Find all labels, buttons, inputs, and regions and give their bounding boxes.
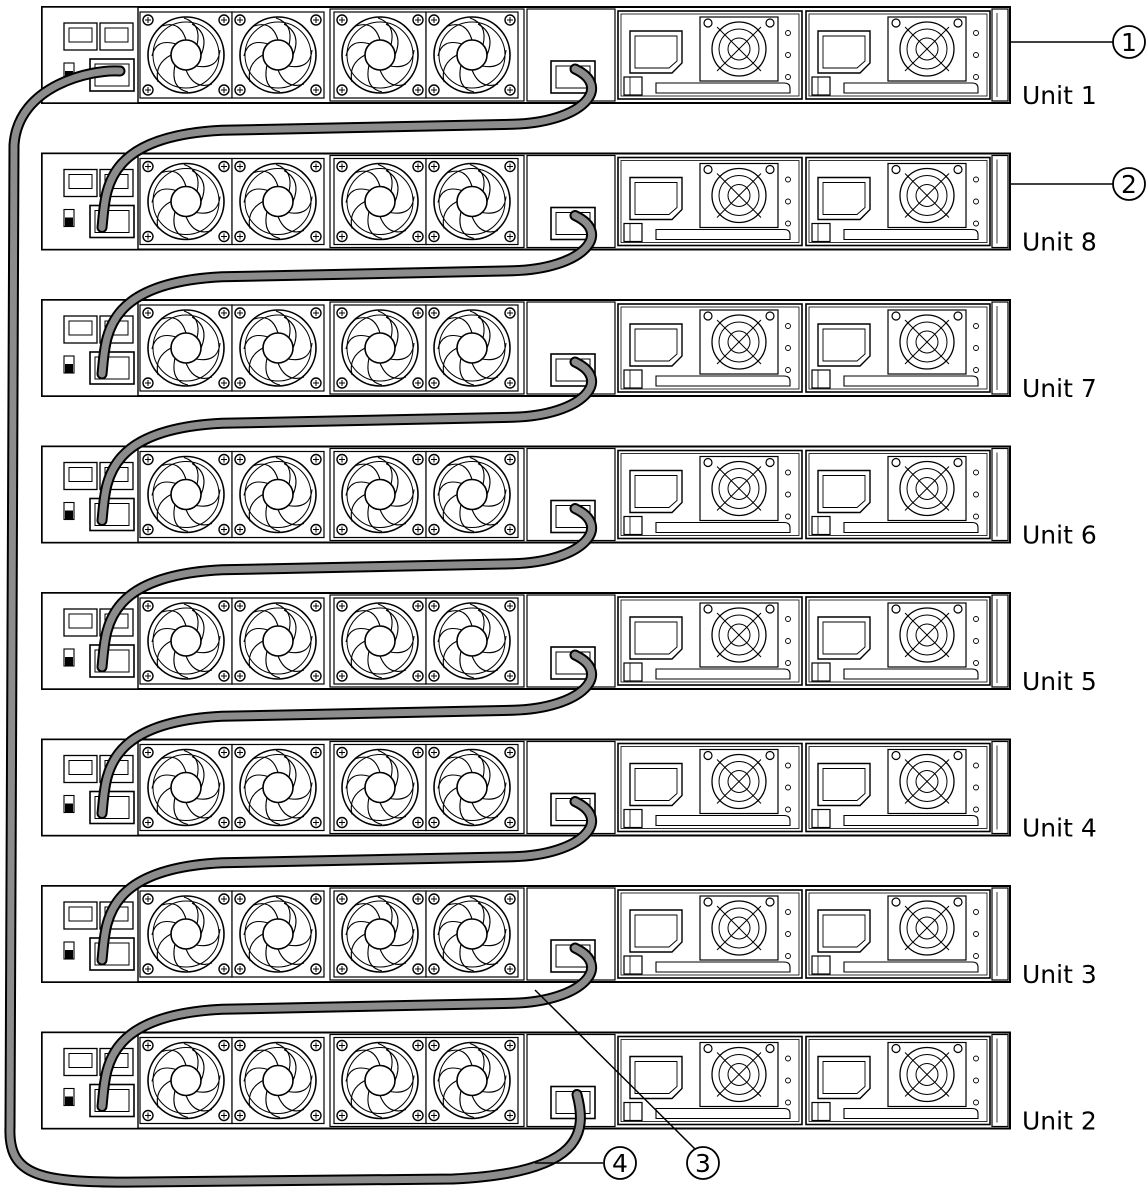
unit-label: Unit 4	[1022, 814, 1097, 843]
unit-label: Unit 6	[1022, 521, 1097, 550]
callout-number: 3	[695, 1149, 711, 1178]
switch-unit	[42, 154, 1010, 250]
switch-unit	[42, 593, 1010, 689]
callouts-layer: 1 2 3 4	[534, 25, 1146, 1180]
callout-1: 1	[1112, 25, 1146, 59]
switch-unit	[42, 7, 1010, 103]
stack-cable	[6, 67, 584, 1186]
stack-cable	[98, 65, 596, 231]
stack-cable	[98, 651, 596, 817]
cables-layer	[4, 63, 598, 1188]
stack-cable	[98, 212, 596, 378]
unit-label: Unit 3	[1022, 960, 1097, 989]
callout-number: 4	[612, 1149, 628, 1178]
callout-2: 2	[1112, 167, 1146, 201]
stack-cable	[98, 505, 596, 671]
switch-unit	[42, 1033, 1010, 1129]
unit-label: Unit 1	[1022, 81, 1097, 110]
labels-layer: Unit 1 Unit 8 Unit 7 Unit 6 Unit 5 Unit 4 Unit…	[1022, 81, 1097, 1136]
callout-number: 2	[1121, 170, 1137, 199]
stack-cable	[98, 944, 596, 1110]
stack-cable	[98, 798, 596, 964]
unit-label: Unit 8	[1022, 228, 1097, 257]
callout-number: 1	[1121, 28, 1137, 57]
unit-label: Unit 2	[1022, 1107, 1097, 1136]
unit-label: Unit 7	[1022, 374, 1097, 403]
stack-cable	[98, 358, 596, 524]
switch-unit	[42, 740, 1010, 836]
switch-unit	[42, 447, 1010, 543]
switch-unit	[42, 300, 1010, 396]
switch-unit	[42, 886, 1010, 982]
unit-label: Unit 5	[1022, 667, 1097, 696]
callout-leader	[534, 989, 697, 1151]
callout-3: 3	[686, 1146, 720, 1180]
callout-4: 4	[603, 1146, 637, 1180]
